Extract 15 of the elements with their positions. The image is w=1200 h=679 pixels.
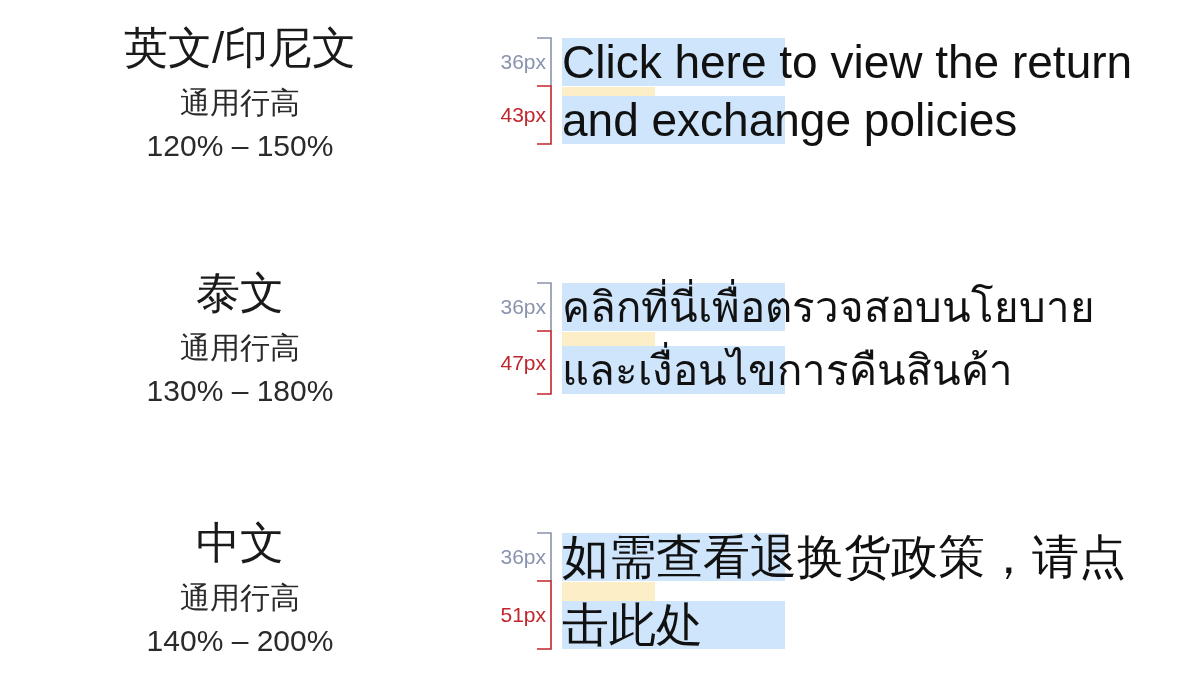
dimension-label: 36px [500,49,546,75]
dimension-label: 47px [500,350,546,375]
line-height-caption: 通用行高 [180,580,300,616]
line-height-range: 130% – 180% [146,373,334,409]
language-heading: 泰文 [196,267,284,319]
dimension-label: 51px [500,602,546,628]
line-height-caption: 通用行高 [180,85,300,121]
line-height-range: 120% – 150% [146,128,334,164]
dimension-label: 36px [500,544,546,570]
dimension-label: 43px [500,102,546,128]
line-height-range: 140% – 200% [146,623,334,659]
language-heading: 英文/印尼文 [123,22,357,74]
line-height-caption: 通用行高 [180,330,300,366]
dimension-label: 36px [500,294,546,320]
language-heading: 中文 [196,517,284,569]
